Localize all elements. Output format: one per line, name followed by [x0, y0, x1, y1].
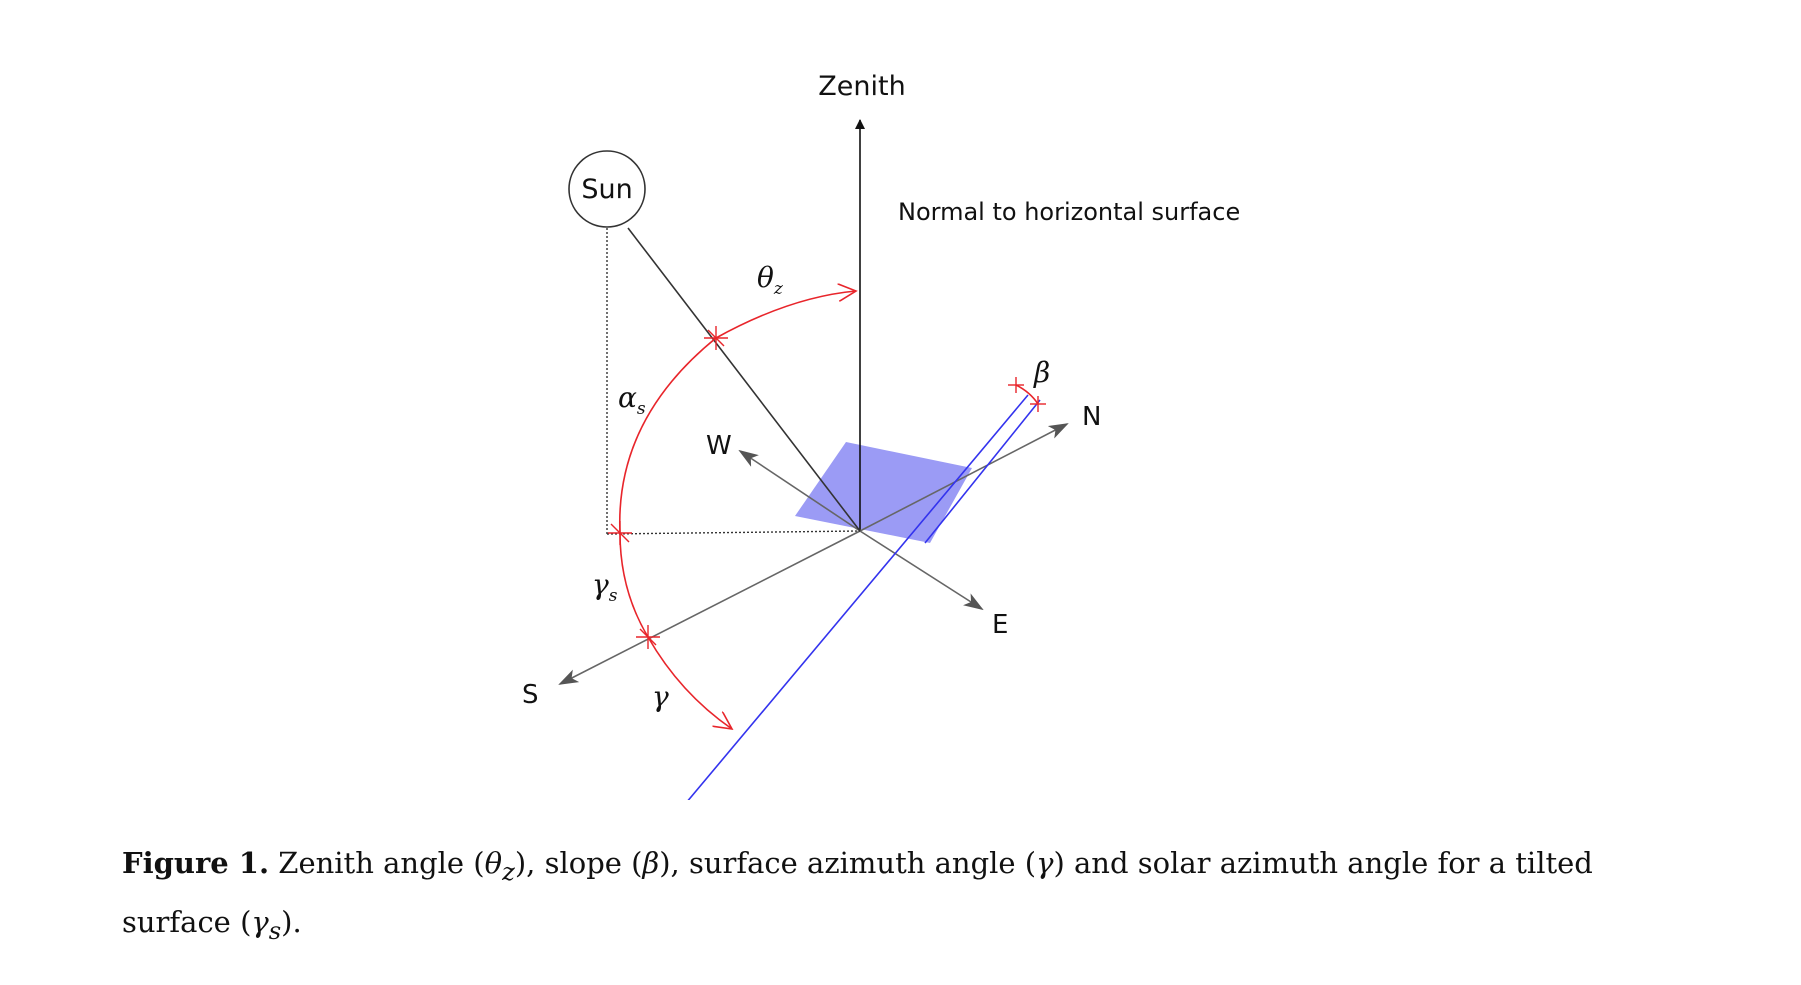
caption-beta: β — [642, 846, 660, 880]
slope-angle-arc — [1015, 384, 1039, 405]
caption-text-2: ), slope ( — [514, 846, 643, 880]
tilted-surface-edge — [924, 399, 1041, 544]
solar-azimuth-arc — [619, 532, 649, 638]
west-axis — [738, 449, 861, 532]
gamma-s-label: γs — [592, 568, 618, 606]
caption-gamma-s: γ — [251, 904, 269, 939]
surface-azimuth-arc — [647, 636, 732, 729]
arc-marker-south — [636, 625, 660, 649]
caption-gamma: γ — [1036, 846, 1054, 880]
zenith-angle-arc — [715, 291, 856, 339]
zenith-label: Zenith — [818, 71, 905, 102]
sun-ray — [627, 227, 861, 532]
solar-angles-diagram: Zenith Sun Normal to horizontal surface … — [522, 71, 1240, 800]
south-label: S — [522, 680, 539, 710]
caption-theta: θ — [484, 846, 503, 880]
caption-text-5: ). — [281, 904, 302, 939]
caption-gamma-s-sub: s — [268, 916, 282, 945]
normal-label: Normal to horizontal surface — [898, 198, 1240, 226]
arc-marker-horizon — [608, 521, 632, 545]
sun-circle — [568, 150, 646, 228]
north-label: N — [1082, 402, 1101, 432]
arc-marker-slope-start — [1008, 377, 1024, 393]
east-label: E — [992, 610, 1008, 640]
beta-label: β — [1033, 356, 1050, 389]
figure-caption: Figure 1. Zenith angle (θz), slope (β), … — [122, 838, 1682, 956]
caption-text-3: ), surface azimuth angle ( — [659, 846, 1037, 880]
surface-normal-line — [687, 394, 1029, 800]
sun-label: Sun — [581, 174, 632, 205]
gamma-label: γ — [652, 680, 669, 713]
arc-marker-sun-ray — [704, 326, 728, 350]
caption-text-1: Zenith angle ( — [269, 846, 485, 880]
caption-theta-sub: z — [502, 857, 515, 886]
alpha-s-label: αs — [618, 381, 646, 419]
east-axis — [859, 530, 984, 611]
sun-horizontal-projection — [606, 530, 861, 535]
arc-marker-slope-end — [1030, 396, 1046, 412]
west-label: W — [706, 431, 732, 461]
south-axis — [558, 530, 861, 685]
north-axis — [859, 423, 1069, 532]
altitude-angle-arc — [618, 337, 717, 534]
figure-number: Figure 1. — [122, 846, 270, 880]
theta-z-label: θz — [757, 261, 784, 299]
caption-text-4: ) and solar azimuth angle for a tilted s… — [122, 846, 1593, 939]
